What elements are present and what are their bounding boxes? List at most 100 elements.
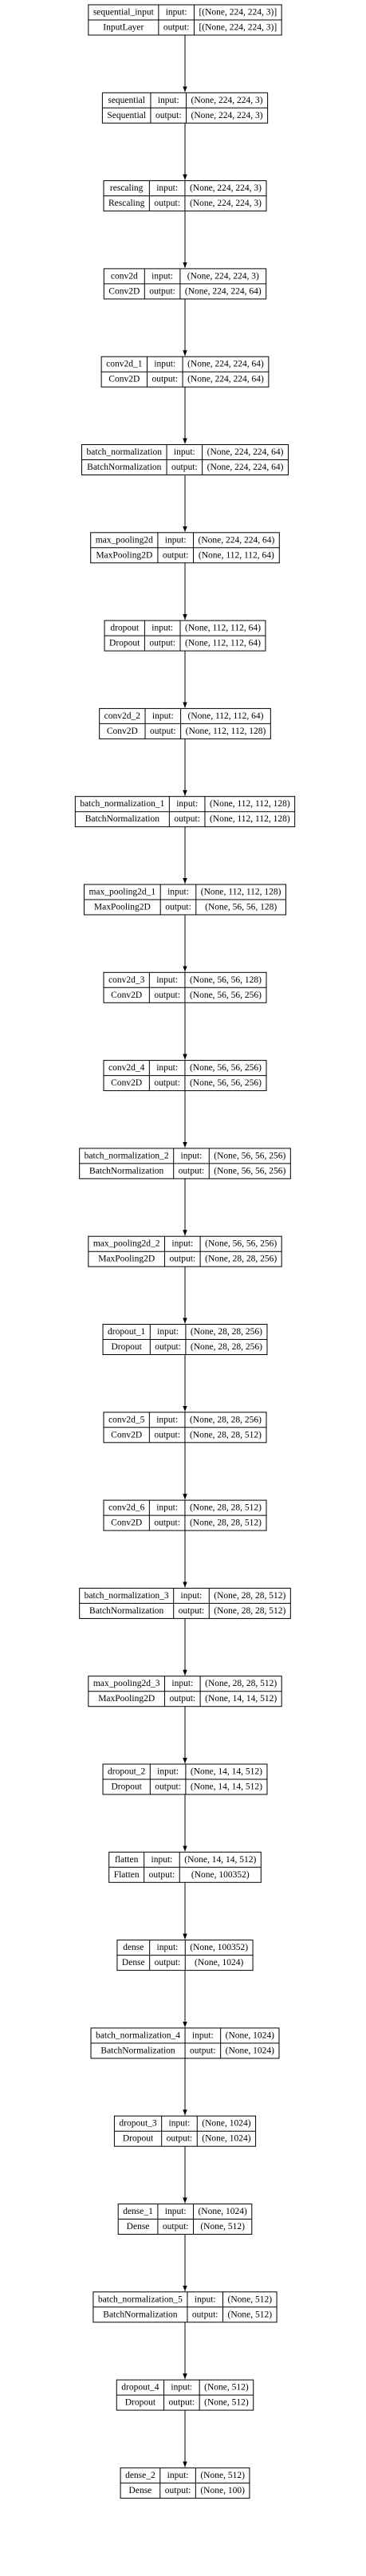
output-shape: (None, 56, 56, 256) bbox=[190, 991, 262, 1000]
port-label-output: output: bbox=[154, 1518, 180, 1528]
port-label-output: output: bbox=[170, 1694, 196, 1704]
port-label-input: input: bbox=[156, 183, 178, 193]
output-shape: (None, 224, 224, 64) bbox=[187, 375, 264, 384]
input-shape: (None, 224, 224, 64) bbox=[207, 447, 284, 457]
layer-type: Conv2D bbox=[108, 375, 140, 384]
port-label-input: input: bbox=[167, 2471, 189, 2480]
port-label-output: output: bbox=[154, 1078, 180, 1088]
layer-type: BatchNormalization bbox=[87, 463, 161, 472]
output-shape: (None, 1024) bbox=[195, 1958, 243, 1967]
input-shape: (None, 14, 14, 512) bbox=[184, 1855, 256, 1865]
port-label-output: output: bbox=[163, 550, 189, 560]
layer-name: dense_1 bbox=[123, 2207, 153, 2216]
port-label-input: input: bbox=[171, 1679, 193, 1688]
input-shape: (None, 56, 56, 256) bbox=[205, 1239, 277, 1249]
port-label-input: input: bbox=[156, 1063, 178, 1073]
layer-type: BatchNormalization bbox=[85, 814, 159, 824]
layer-name: conv2d_6 bbox=[108, 1503, 145, 1513]
output-shape: (None, 224, 224, 64) bbox=[185, 286, 262, 296]
layer-type: MaxPooling2D bbox=[98, 1694, 155, 1704]
input-shape: (None, 28, 28, 256) bbox=[191, 1327, 262, 1337]
layer-name: flatten bbox=[115, 1855, 139, 1865]
layer-node: batch_normalization_3BatchNormalizationi… bbox=[79, 1587, 291, 1619]
layer-name: batch_normalization_3 bbox=[85, 1591, 169, 1601]
port-label-output: output: bbox=[149, 1870, 175, 1880]
layer-name: conv2d_2 bbox=[104, 711, 141, 721]
input-shape: (None, 224, 224, 64) bbox=[187, 360, 264, 369]
port-label-output: output: bbox=[154, 1430, 180, 1440]
layer-name: max_pooling2d_3 bbox=[93, 1679, 160, 1688]
layer-name: batch_normalization_1 bbox=[80, 799, 164, 809]
layer-type: Dropout bbox=[111, 1782, 142, 1792]
layer-name: max_pooling2d bbox=[96, 535, 153, 545]
port-label-input: input: bbox=[169, 2119, 191, 2129]
output-shape: (None, 512) bbox=[204, 2398, 249, 2408]
port-label-input: input: bbox=[152, 624, 173, 633]
input-shape: (None, 28, 28, 512) bbox=[205, 1679, 277, 1688]
input-shape: (None, 512) bbox=[228, 2294, 273, 2304]
port-label-output: output: bbox=[169, 2398, 195, 2408]
output-shape: (None, 112, 112, 64) bbox=[185, 639, 261, 648]
port-label-output: output: bbox=[163, 2222, 189, 2231]
port-label-input: input: bbox=[152, 271, 173, 281]
layer-node: batch_normalizationBatchNormalizationinp… bbox=[81, 444, 289, 475]
port-label-output: output: bbox=[155, 111, 182, 120]
layer-name: conv2d bbox=[111, 271, 138, 281]
port-label-input: input: bbox=[174, 447, 195, 457]
layer-name: batch_normalization_4 bbox=[96, 2030, 180, 2040]
layer-type: BatchNormalization bbox=[89, 1166, 163, 1176]
port-label-output: output: bbox=[163, 23, 190, 33]
output-shape: (None, 112, 112, 128) bbox=[186, 727, 266, 736]
port-label-input: input: bbox=[156, 975, 178, 985]
layer-name: sequential bbox=[108, 96, 145, 105]
layer-name: dense bbox=[123, 1943, 144, 1952]
layer-type: BatchNormalization bbox=[100, 2046, 175, 2055]
port-label-output: output: bbox=[170, 1255, 196, 1264]
input-shape: (None, 1024) bbox=[198, 2207, 246, 2216]
output-shape: (None, 28, 28, 512) bbox=[214, 1606, 285, 1616]
input-shape: (None, 112, 112, 128) bbox=[201, 888, 281, 897]
layer-node: max_pooling2d_2MaxPooling2Dinput:output:… bbox=[88, 1235, 282, 1267]
input-shape: (None, 224, 224, 64) bbox=[198, 535, 274, 545]
layer-type: Dropout bbox=[125, 2398, 156, 2408]
port-label-output: output: bbox=[179, 1166, 205, 1176]
output-shape: (None, 28, 28, 256) bbox=[191, 1342, 262, 1352]
port-label-output: output: bbox=[155, 1782, 181, 1792]
port-label-output: output: bbox=[174, 814, 200, 824]
output-shape: (None, 56, 56, 128) bbox=[205, 903, 277, 912]
layer-node: max_pooling2dMaxPooling2Dinput:output:(N… bbox=[90, 532, 280, 564]
port-label-input: input: bbox=[154, 360, 175, 369]
output-shape: (None, 14, 14, 512) bbox=[191, 1782, 262, 1792]
input-shape: (None, 56, 56, 256) bbox=[214, 1151, 285, 1160]
port-label-input: input: bbox=[157, 1943, 179, 1952]
port-label-input: input: bbox=[152, 1855, 173, 1865]
output-shape: (None, 100) bbox=[200, 2486, 245, 2495]
layer-name: max_pooling2d_1 bbox=[89, 888, 155, 897]
layer-name: dropout_3 bbox=[119, 2119, 157, 2129]
layer-type: Conv2D bbox=[111, 991, 142, 1000]
layer-node: sequential_inputInputLayerinput:output:[… bbox=[88, 4, 282, 36]
layer-name: batch_normalization_5 bbox=[98, 2294, 183, 2304]
layer-name: conv2d_5 bbox=[108, 1415, 145, 1424]
input-shape: (None, 224, 224, 3) bbox=[191, 96, 263, 105]
layer-type: BatchNormalization bbox=[103, 2310, 177, 2319]
port-label-output: output: bbox=[179, 1606, 205, 1616]
output-shape: (None, 112, 112, 128) bbox=[210, 814, 290, 824]
output-shape: (None, 56, 56, 256) bbox=[214, 1166, 285, 1176]
output-shape: [(None, 224, 224, 3)] bbox=[199, 23, 277, 33]
layer-type: Conv2D bbox=[111, 1430, 142, 1440]
port-label-output: output: bbox=[171, 463, 198, 472]
layer-name: dropout_1 bbox=[108, 1327, 146, 1337]
port-label-input: input: bbox=[171, 1239, 193, 1249]
layer-node: batch_normalization_4BatchNormalizationi… bbox=[90, 2027, 280, 2059]
input-shape: [(None, 224, 224, 3)] bbox=[199, 8, 277, 18]
layer-type: Sequential bbox=[107, 111, 146, 120]
